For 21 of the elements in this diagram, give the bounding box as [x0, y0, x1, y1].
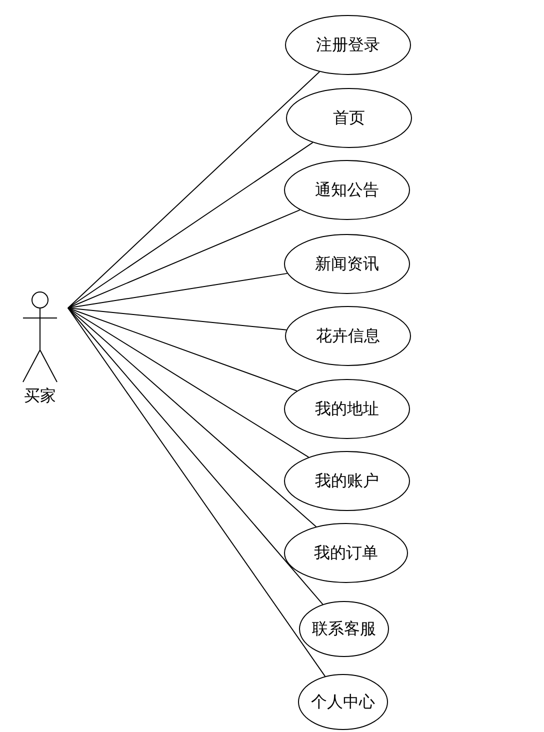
association-line [68, 308, 326, 677]
use-case-label: 个人中心 [311, 692, 375, 712]
association-line [68, 308, 324, 605]
use-case-label: 首页 [333, 108, 365, 128]
use-case-label: 我的账户 [315, 470, 379, 492]
association-line [68, 308, 317, 528]
use-case-label: 注册登录 [316, 34, 380, 56]
association-line [68, 308, 298, 392]
use-case-label: 新闻资讯 [315, 254, 379, 274]
association-line [68, 272, 288, 308]
association-line [68, 209, 300, 308]
use-case-label: 花卉信息 [316, 326, 380, 346]
actor-name: 买家 [24, 386, 56, 407]
use-case-label: 我的地址 [315, 398, 379, 420]
association-line [68, 308, 287, 330]
association-line [68, 142, 314, 308]
use-case-label: 联系客服 [312, 618, 376, 640]
association-line [68, 308, 310, 458]
association-line [68, 71, 320, 308]
use-case-label: 通知公告 [315, 180, 379, 200]
use-case-label: 我的订单 [314, 542, 378, 564]
